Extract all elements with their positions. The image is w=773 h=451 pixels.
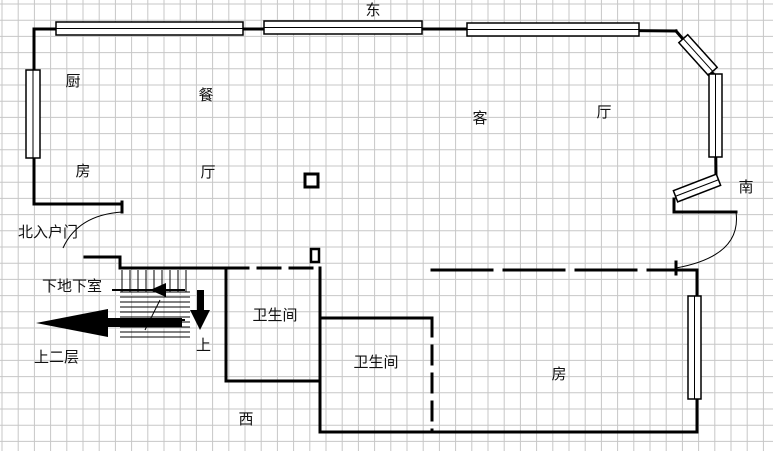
label-bedroom: 房 bbox=[551, 365, 566, 383]
label-stair-up: 上 bbox=[196, 336, 211, 354]
window-top-1 bbox=[55, 21, 244, 36]
label-to-basement: 下地下室 bbox=[42, 277, 102, 295]
basement-arrow-head bbox=[150, 283, 166, 297]
label-east: 东 bbox=[365, 1, 380, 19]
stair-down-arrow-shaft bbox=[197, 290, 204, 312]
label-dining-2: 厅 bbox=[200, 163, 215, 181]
window-right-lower bbox=[687, 295, 702, 400]
label-kitchen-1: 厨 bbox=[65, 72, 80, 90]
column-small bbox=[309, 247, 321, 264]
label-west: 西 bbox=[238, 410, 253, 428]
label-bathroom-1: 卫生间 bbox=[252, 306, 297, 324]
second-floor-arrow-shaft bbox=[100, 318, 182, 327]
window-left bbox=[25, 69, 41, 159]
south-door-arc bbox=[675, 211, 737, 269]
window-diagonal-top bbox=[677, 33, 719, 77]
label-bathroom-2: 卫生间 bbox=[353, 353, 398, 371]
doors bbox=[62, 211, 737, 269]
labels: 东 南 西 厨 房 餐 厅 客 厅 北入户门 下地下室 上二层 上 卫生间 卫生… bbox=[18, 1, 754, 428]
label-to-second-floor: 上二层 bbox=[34, 348, 79, 366]
north-door-arc bbox=[62, 211, 123, 249]
label-south: 南 bbox=[738, 178, 753, 196]
column-square bbox=[303, 172, 320, 189]
label-living-2: 厅 bbox=[596, 103, 611, 121]
stair-down-arrow-head bbox=[190, 310, 210, 330]
label-north-entrance: 北入户门 bbox=[18, 223, 78, 241]
staircase bbox=[36, 270, 210, 338]
second-floor-arrow-head bbox=[36, 309, 108, 337]
window-top-2 bbox=[263, 20, 423, 35]
label-living-1: 客 bbox=[472, 109, 487, 127]
window-diagonal-south bbox=[672, 173, 722, 203]
stair-cut-line bbox=[144, 299, 161, 331]
label-kitchen-2: 房 bbox=[75, 162, 90, 180]
label-dining-1: 餐 bbox=[198, 86, 213, 104]
windows bbox=[25, 20, 723, 400]
window-right-upper bbox=[708, 73, 723, 158]
window-top-3 bbox=[466, 22, 640, 37]
